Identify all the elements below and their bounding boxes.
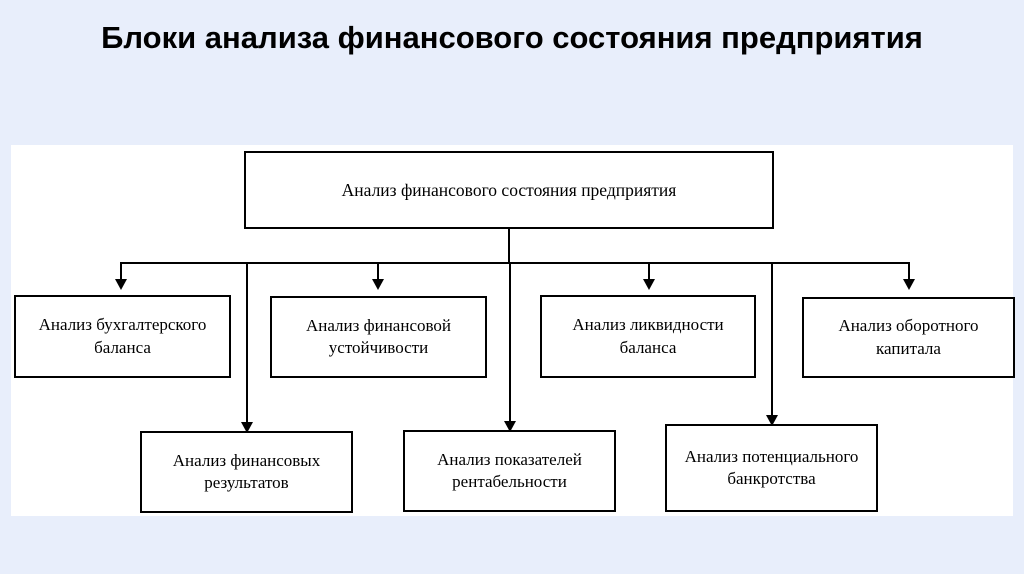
connector-longdrop-2 — [509, 262, 511, 426]
node-root-label: Анализ финансового состояния предприятия — [341, 179, 677, 200]
node-root[interactable]: Анализ финансового состояния предприятия — [244, 151, 774, 229]
node-level3-1[interactable]: Анализ финансовых результатов — [140, 431, 353, 513]
connector-drop-1 — [120, 262, 122, 282]
page-title: Блоки анализа финансового состояния пред… — [101, 20, 923, 55]
arrowhead-4 — [903, 279, 915, 290]
arrowhead-3 — [643, 279, 655, 290]
node-level3-3[interactable]: Анализ потенциального банкротства — [665, 424, 878, 512]
arrowhead-6 — [504, 421, 516, 432]
arrowhead-7 — [766, 415, 778, 426]
node-level2-4[interactable]: Анализ оборотного капитала — [802, 297, 1015, 378]
node-level3-2[interactable]: Анализ показателей рентабельности — [403, 430, 616, 512]
node-level2-2[interactable]: Анализ финансовой устойчивости — [270, 296, 487, 378]
node-level2-2-label: Анализ финансовой устойчивости — [305, 315, 452, 357]
node-level3-1-label: Анализ финансовых результатов — [172, 450, 321, 492]
node-level2-4-label: Анализ оборотного капитала — [838, 316, 979, 358]
connector-drop-4 — [908, 262, 910, 282]
node-level2-1[interactable]: Анализ бухгалтерского баланса — [14, 295, 231, 378]
connector-drop-2 — [377, 262, 379, 282]
node-level2-1-label: Анализ бухгалтерского баланса — [38, 315, 207, 357]
arrowhead-5 — [241, 422, 253, 433]
node-level3-2-label: Анализ показателей рентабельности — [437, 449, 582, 491]
connector-drop-3 — [648, 262, 650, 282]
connector-root-stem — [508, 229, 510, 263]
arrowhead-1 — [115, 279, 127, 290]
node-level2-3[interactable]: Анализ ликвидности баланса — [540, 295, 756, 378]
connector-longdrop-1 — [246, 262, 248, 427]
connector-longdrop-3 — [771, 262, 773, 420]
node-level3-3-label: Анализ потенциального банкротства — [684, 446, 859, 488]
diagram-canvas: Анализ финансового состояния предприятия… — [11, 145, 1015, 516]
connector-bus — [120, 262, 909, 264]
node-level2-3-label: Анализ ликвидности баланса — [572, 315, 724, 357]
arrowhead-2 — [372, 279, 384, 290]
